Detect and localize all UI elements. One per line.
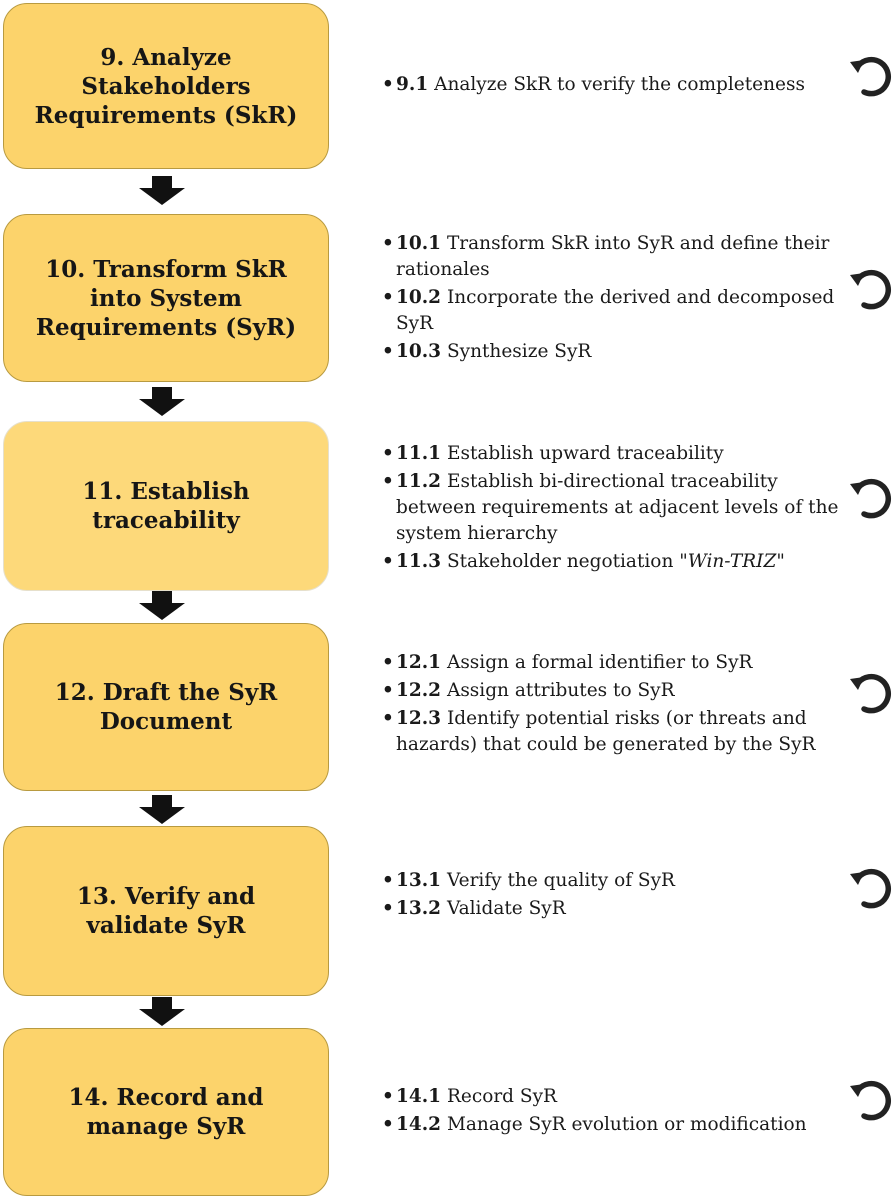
substep-text: Incorporate the derived and decomposed S… (396, 287, 835, 334)
substep-number: 11.2 (396, 471, 442, 492)
step-title-12: 12. Draft the SyR Document (54, 679, 278, 735)
substeps-13: 13.1 Verify the quality of SyR 13.2 Vali… (382, 868, 854, 922)
circular-arrow-icon (850, 56, 891, 97)
substep-number: 13.2 (396, 898, 442, 919)
substep-number: 12.3 (396, 708, 442, 729)
circular-arrow-icon (850, 1080, 891, 1121)
substep-item: 14.2 Manage SyR evolution or modificatio… (382, 1112, 854, 1138)
substep-number: 12.1 (396, 652, 442, 673)
substep-text: Assign attributes to SyR (446, 680, 675, 701)
step-box-14: 14. Record and manage SyR (3, 1028, 329, 1196)
substeps-14: 14.1 Record SyR 14.2 Manage SyR evolutio… (382, 1084, 854, 1138)
substep-emphasis: "Win-TRIZ" (679, 551, 785, 572)
substeps-9: 9.1 Analyze SkR to verify the completene… (382, 72, 854, 98)
substep-item: 10.2 Incorporate the derived and decompo… (382, 285, 854, 337)
substep-item: 14.1 Record SyR (382, 1084, 854, 1110)
substep-item: 13.1 Verify the quality of SyR (382, 868, 854, 894)
step-box-13: 13. Verify and validate SyR (3, 826, 329, 996)
substep-item: 11.3 Stakeholder negotiation "Win-TRIZ" (382, 549, 854, 575)
substep-text: Manage SyR evolution or modification (446, 1114, 807, 1135)
step-title-11: 11. Establish traceability (82, 478, 250, 534)
substep-item: 9.1 Analyze SkR to verify the completene… (382, 72, 854, 98)
substeps-12: 12.1 Assign a formal identifier to SyR 1… (382, 650, 854, 758)
substep-text: Assign a formal identifier to SyR (446, 652, 753, 673)
step-title-14: 14. Record and manage SyR (68, 1084, 264, 1140)
substep-number: 10.3 (396, 341, 442, 362)
substep-text: Validate SyR (446, 898, 566, 919)
down-arrow-icon (139, 591, 185, 620)
substep-text: Identify potential risks (or threats and… (396, 708, 816, 755)
substep-item: 12.2 Assign attributes to SyR (382, 678, 854, 704)
substep-item: 10.3 Synthesize SyR (382, 339, 854, 365)
down-arrow-icon (139, 795, 185, 824)
circular-arrow-icon (850, 269, 891, 310)
substep-text: Analyze SkR to verify the completeness (434, 74, 805, 95)
substep-text: Record SyR (446, 1086, 557, 1107)
substep-number: 13.1 (396, 870, 442, 891)
substep-item: 10.1 Transform SkR into SyR and define t… (382, 231, 854, 283)
substep-number: 9.1 (396, 74, 429, 95)
step-box-12: 12. Draft the SyR Document (3, 623, 329, 791)
step-box-10: 10. Transform SkR into System Requiremen… (3, 214, 329, 382)
step-box-11: 11. Establish traceability (3, 421, 329, 591)
substeps-11: 11.1 Establish upward traceability 11.2 … (382, 441, 854, 575)
substep-number: 11.1 (396, 443, 442, 464)
substep-item: 13.2 Validate SyR (382, 896, 854, 922)
step-box-9: 9. Analyze Stakeholders Requirements (Sk… (3, 3, 329, 169)
down-arrow-icon (139, 176, 185, 205)
circular-arrow-icon (850, 478, 891, 519)
substep-item: 12.1 Assign a formal identifier to SyR (382, 650, 854, 676)
substep-number: 12.2 (396, 680, 442, 701)
substep-text: Synthesize SyR (446, 341, 592, 362)
substep-text: Establish upward traceability (446, 443, 724, 464)
step-title-13: 13. Verify and validate SyR (76, 883, 256, 939)
substep-number: 14.2 (396, 1114, 442, 1135)
circular-arrow-icon (850, 868, 891, 909)
substeps-10: 10.1 Transform SkR into SyR and define t… (382, 231, 854, 365)
circular-arrow-icon (850, 673, 891, 714)
substep-item: 11.1 Establish upward traceability (382, 441, 854, 467)
substep-text: Verify the quality of SyR (446, 870, 675, 891)
substep-item: 12.3 Identify potential risks (or threat… (382, 706, 854, 758)
substep-number: 11.3 (396, 551, 442, 572)
substep-text: Stakeholder negotiation (446, 551, 674, 572)
step-title-10: 10. Transform SkR into System Requiremen… (35, 255, 297, 341)
substep-number: 10.1 (396, 233, 442, 254)
substep-number: 10.2 (396, 287, 442, 308)
step-title-9: 9. Analyze Stakeholders Requirements (Sk… (34, 43, 298, 129)
down-arrow-icon (139, 997, 185, 1026)
substep-item: 11.2 Establish bi-directional traceabili… (382, 469, 854, 547)
down-arrow-icon (139, 387, 185, 416)
substep-text: Establish bi-directional traceability be… (396, 471, 839, 544)
substep-text: Transform SkR into SyR and define their … (396, 233, 830, 280)
substep-number: 14.1 (396, 1086, 442, 1107)
